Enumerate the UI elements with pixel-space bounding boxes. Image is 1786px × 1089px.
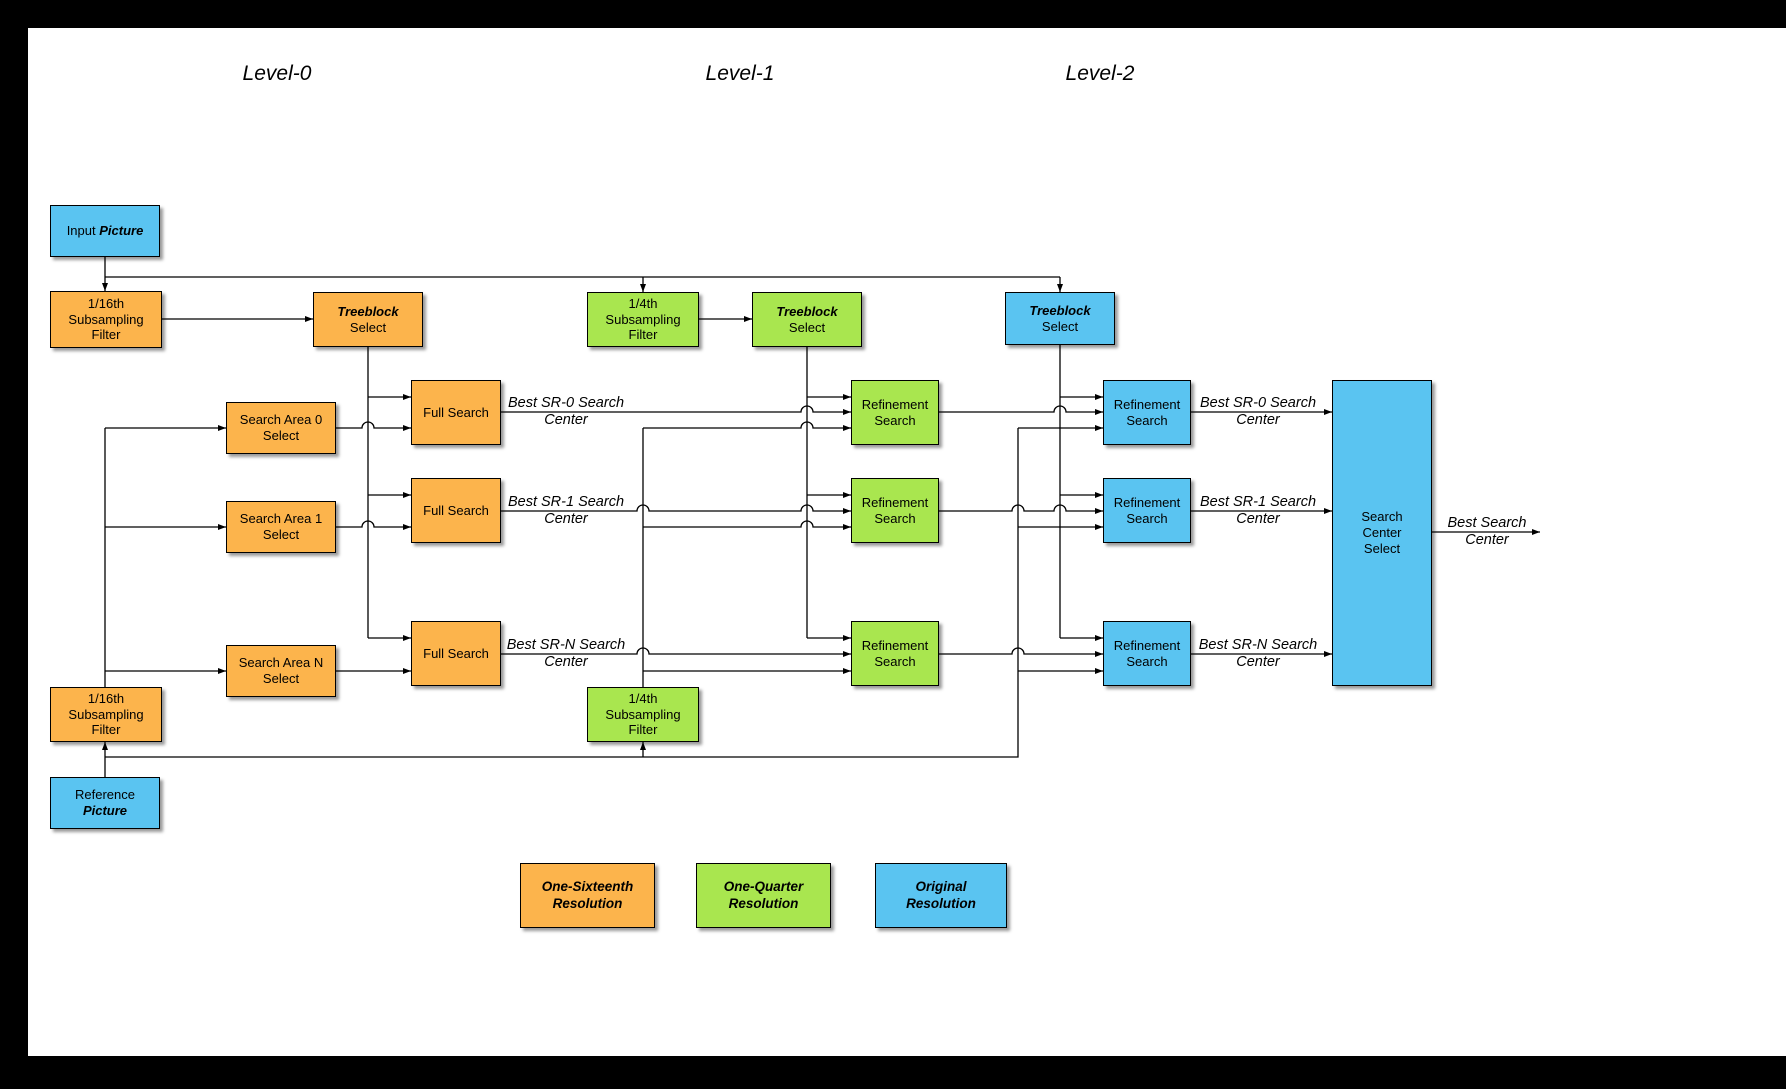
node-refinement-search-level1-n: Refinement Search: [851, 621, 939, 686]
node-text-line: Refinement: [1113, 396, 1181, 412]
node-treeblock-select-level0: Treeblock Select: [313, 292, 423, 347]
node-subsampling-filter-quarter-top: 1/4th Subsampling Filter: [587, 292, 699, 347]
node-text-line: Treeblock: [337, 303, 399, 319]
node-text-line: Select: [1041, 318, 1079, 334]
level-heading-2: Level-2: [1065, 62, 1135, 85]
node-search-center-select: Search Center Select: [1332, 380, 1432, 686]
node-input-picture: Input Picture: [50, 205, 160, 257]
node-refinement-search-level1-0: Refinement Search: [851, 380, 939, 445]
node-text-line: Full Search: [423, 404, 489, 420]
node-text-line: Resolution: [552, 895, 623, 911]
legend-original-resolution: Original Resolution: [875, 863, 1007, 928]
node-text-line: Resolution: [728, 895, 799, 911]
node-text-line: Search: [874, 510, 916, 526]
node-text-line: Search Area 0: [239, 412, 323, 428]
node-text-line: Search Area 1: [239, 511, 323, 527]
node-text-line: Select: [349, 319, 387, 335]
node-text-line: Center: [1362, 525, 1402, 541]
connector-arrows: [102, 257, 1540, 777]
node-text-line: 1/16th: [87, 690, 125, 706]
node-text-line: Subsampling: [605, 706, 681, 722]
node-text-line: Search: [1126, 510, 1168, 526]
node-text-line: Refinement: [1113, 494, 1181, 510]
node-text-line: Subsampling: [605, 311, 681, 327]
node-refinement-search-level1-1: Refinement Search: [851, 478, 939, 543]
node-refinement-search-level2-0: Refinement Search: [1103, 380, 1191, 445]
node-treeblock-select-level1: Treeblock Select: [752, 292, 862, 347]
node-text-line: Search Area N: [238, 655, 324, 671]
node-subsampling-filter-sixteenth-bottom: 1/16th Subsampling Filter: [50, 687, 162, 742]
node-text-line: Original: [915, 879, 967, 895]
node-subsampling-filter-quarter-bottom: 1/4th Subsampling Filter: [587, 687, 699, 742]
node-text-line: Refinement: [861, 494, 929, 510]
legend-one-quarter-resolution: One-Quarter Resolution: [696, 863, 831, 928]
node-text-line: Refinement: [1113, 637, 1181, 653]
node-text-line: Search: [1361, 509, 1403, 525]
node-full-search-n: Full Search: [411, 621, 501, 686]
node-refinement-search-level2-n: Refinement Search: [1103, 621, 1191, 686]
node-text-line: Treeblock: [776, 303, 838, 319]
node-text-line: Filter: [628, 327, 658, 343]
node-text-line: Picture: [82, 803, 128, 818]
node-text-line: Reference: [75, 787, 135, 803]
node-full-search-1: Full Search: [411, 478, 501, 543]
node-text-line: 1/16th: [87, 295, 125, 311]
node-subsampling-filter-sixteenth-top: 1/16th Subsampling Filter: [50, 291, 162, 348]
node-text-line: Subsampling: [68, 706, 144, 722]
node-text-line: Filter: [628, 722, 658, 738]
node-treeblock-select-level2: Treeblock Select: [1005, 292, 1115, 345]
legend-one-sixteenth-resolution: One-Sixteenth Resolution: [520, 863, 655, 928]
node-text-line: Refinement: [861, 396, 929, 412]
node-text-line: One-Quarter: [723, 879, 804, 895]
node-search-area-1-select: Search Area 1 Select: [226, 501, 336, 553]
node-search-area-n-select: Search Area N Select: [226, 645, 336, 697]
node-text-line: One-Sixteenth: [541, 879, 634, 895]
node-text-line: Search: [1126, 412, 1168, 428]
node-text-line: Select: [1363, 540, 1401, 556]
node-reference-picture: Reference Picture: [50, 777, 160, 829]
node-text-line: Search: [1126, 653, 1168, 669]
node-text-line: Search: [874, 412, 916, 428]
node-text-line: Full Search: [423, 645, 489, 661]
node-text-line: Filter: [91, 327, 121, 343]
node-text-line: Subsampling: [68, 311, 144, 327]
node-text-line: Refinement: [861, 637, 929, 653]
node-text-line: Select: [262, 428, 300, 443]
level-heading-1: Level-1: [705, 62, 775, 85]
node-text-line: Select: [262, 671, 300, 686]
node-text-line: Input Picture: [66, 223, 144, 239]
node-text-line: Full Search: [423, 502, 489, 518]
node-text-line: Treeblock: [1029, 302, 1091, 318]
connector-trunks: [104, 276, 1061, 758]
node-text-line: 1/4th: [628, 295, 658, 311]
node-text-line: Select: [262, 527, 300, 542]
node-search-area-0-select: Search Area 0 Select: [226, 402, 336, 454]
level-heading-0: Level-0: [242, 62, 312, 85]
node-text-line: Search: [874, 653, 916, 669]
node-full-search-0: Full Search: [411, 380, 501, 445]
node-text-line: 1/4th: [628, 690, 658, 706]
node-refinement-search-level2-1: Refinement Search: [1103, 478, 1191, 543]
node-text-line: Select: [788, 319, 826, 335]
node-text-line: Filter: [91, 722, 121, 738]
node-text-line: Resolution: [906, 895, 976, 911]
